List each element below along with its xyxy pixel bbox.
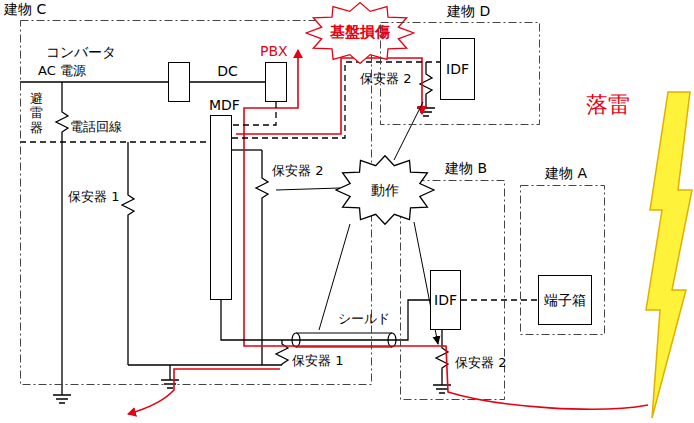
leader-arrow [276, 102, 438, 344]
action-burst: 動作 [335, 155, 435, 225]
wire-connector [221, 300, 430, 340]
frame-outline [21, 21, 372, 385]
part-label: 保安器 2 [360, 72, 411, 87]
surge-path [128, 369, 280, 414]
ac-power-line [20, 81, 168, 82]
node-label: MDF [209, 97, 240, 113]
part-label: 避雷器 [30, 92, 43, 135]
part-label: 保安器 2 [455, 356, 506, 371]
building-label: 建物 B [445, 160, 487, 176]
building-label: 建物 D [447, 3, 490, 19]
arrester-symbol [256, 150, 268, 365]
part-label: 保安器 2 [272, 164, 323, 179]
node-label: 動作 [371, 182, 399, 198]
part-label: 保安器 1 [68, 190, 119, 205]
building-label: 建物 A [545, 165, 587, 181]
arrester-symbol [56, 82, 68, 395]
converter-box: コンバータ [168, 62, 190, 102]
ground-bus [128, 365, 282, 380]
mdf-box: MDF [210, 115, 232, 300]
arrester-symbol [276, 340, 288, 365]
wire-connector [232, 62, 440, 138]
part-label: 保安器 1 [292, 354, 343, 369]
damage-burst: 基盤損傷 [305, 2, 415, 64]
idf-box: IDF [430, 270, 461, 330]
pbx-box: PBX [265, 62, 287, 102]
ground-symbol [53, 395, 71, 403]
wire-connector [190, 81, 265, 82]
surge-path [236, 58, 422, 134]
frame-outline [521, 186, 605, 335]
burst-outline [306, 3, 414, 64]
phone-line [20, 141, 210, 142]
arrester-lead [232, 149, 262, 150]
wire-connector [461, 299, 538, 300]
arrester-symbols [53, 62, 451, 403]
building-frame: 建物 A端子箱 [520, 185, 605, 335]
surge-path [244, 50, 648, 409]
callout-label: 落雷 [586, 92, 630, 117]
node-label: IDF [434, 292, 457, 308]
edge-label: DC [217, 63, 238, 79]
lightning-bolt [646, 92, 692, 418]
part-label: AC 電源 [38, 64, 86, 79]
idf-box: IDF [440, 38, 475, 100]
node-label: PBX [260, 43, 288, 59]
terminal-box: 端子箱 [538, 275, 592, 325]
part-label: 電話回線 [70, 120, 122, 135]
building-label: 建物 C [4, 1, 46, 17]
arrester-symbol [122, 142, 134, 365]
burst-outline [336, 156, 434, 225]
node-label: IDF [446, 61, 469, 77]
node-label: コンバータ [46, 44, 116, 60]
part-label: シールド [338, 312, 390, 327]
node-label: 端子箱 [544, 292, 586, 308]
